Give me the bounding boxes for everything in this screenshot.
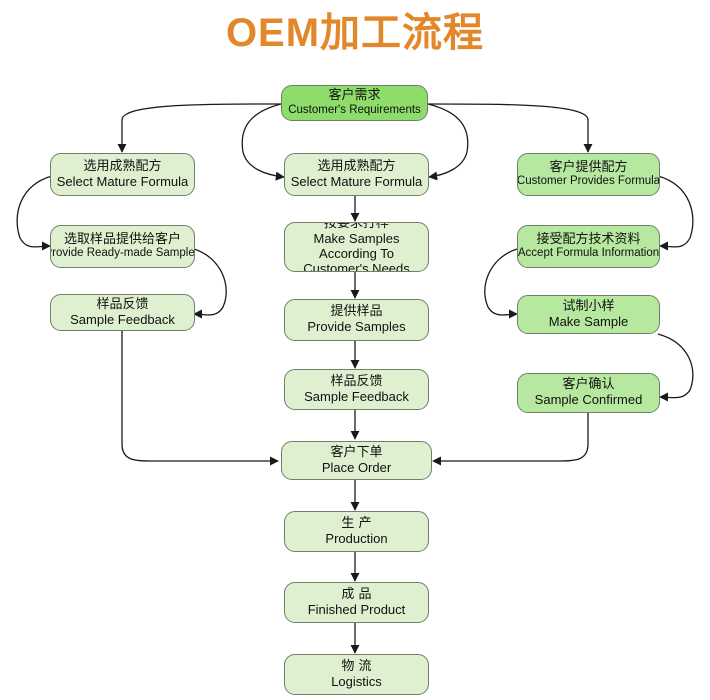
node-provide-samples[interactable]: 提供样品 Provide Samples [284,299,429,341]
edge-sample-confirmed-to-place-order [432,413,589,466]
node-label-en: Logistics [331,673,382,689]
node-label-zh: 客户确认 [562,377,615,393]
node-logistics[interactable]: 物 流 Logistics [284,654,429,695]
node-label-en: Customer Provides Formula [517,175,660,188]
node-label-zh: 成 品 [341,586,372,602]
edge-make-sample-to-sample-confirmed [657,333,694,402]
node-label-zh: 提供样品 [330,304,383,320]
node-finished-product[interactable]: 成 品 Finished Product [284,582,429,623]
node-sample-feedback-center[interactable]: 样品反馈 Sample Feedback [284,369,429,410]
node-make-sample[interactable]: 试制小样 Make Sample [517,295,660,334]
edge-provide-samples-to-sample-feedback [193,248,227,319]
node-label-en: Customer's Requirements [288,103,421,116]
node-label-en: Select Mature Formula [290,173,423,189]
edge-left-formula-to-provide-samples [16,175,53,251]
node-label-en: Provide Ready-made Samples [50,247,195,260]
node-label-en: Finished Product [307,601,406,617]
edge-customer-formula-to-accept-info [657,175,694,251]
node-label-en: Make Samples According To Customer's Nee… [303,230,410,272]
node-label-zh: 生 产 [341,515,372,531]
node-label-en: Select Mature Formula [56,173,189,189]
node-label-zh: 客户提供配方 [549,159,628,175]
node-customer-requirements[interactable]: 客户需求 Customer's Requirements [281,85,428,121]
node-label-en: Place Order [321,459,392,475]
node-label-en: Sample Feedback [70,311,175,327]
node-customer-provides-formula[interactable]: 客户提供配方 Customer Provides Formula [517,153,660,196]
node-production[interactable]: 生 产 Production [284,511,429,552]
node-label-zh: 试制小样 [562,298,615,314]
page-title: OEM加工流程 [225,11,485,55]
node-label-zh: 物 流 [341,658,372,674]
edge-accept-info-to-make-sample [484,248,518,319]
node-label-zh: 客户下单 [330,444,383,460]
node-label-en: Production [325,530,388,546]
node-label-zh: 选用成熟配方 [317,158,396,174]
node-label-zh: 客户需求 [328,88,381,104]
node-label-en: Sample Confirmed [534,392,643,407]
edge-left-feedback-to-place-order [121,330,279,466]
node-label-zh: 样品反馈 [330,373,383,389]
node-label-en: Make Sample [548,313,629,329]
node-label-en: Provide Samples [307,319,406,334]
edge-requirements-to-customer-formula [427,103,593,153]
node-label-zh: 样品反馈 [96,296,149,312]
node-sample-confirmed[interactable]: 客户确认 Sample Confirmed [517,373,660,413]
node-place-order[interactable]: 客户下单 Place Order [281,441,432,480]
node-label-zh: 接受配方技术资料 [536,231,641,247]
node-label-en: Sample Feedback [304,388,409,404]
node-provide-ready-made-samples[interactable]: 选取样品提供给客户 Provide Ready-made Samples [50,225,195,268]
edge-requirements-to-center-formula-left [241,103,285,181]
node-select-mature-formula-center[interactable]: 选用成熟配方 Select Mature Formula [284,153,429,196]
node-label-zh: 选取样品提供给客户 [63,231,181,247]
node-accept-formula-information[interactable]: 接受配方技术资料 Accept Formula Information [517,225,660,268]
edge-requirements-to-left-formula [117,103,282,153]
node-label-en: Accept Formula Information [517,247,660,260]
edge-requirements-to-center-formula-right [427,103,469,181]
node-label-zh: 选用成熟配方 [83,158,162,174]
node-sample-feedback-left[interactable]: 样品反馈 Sample Feedback [50,294,195,331]
node-select-mature-formula-left[interactable]: 选用成熟配方 Select Mature Formula [50,153,195,196]
node-label-zh: 按要求打样 [323,222,389,232]
node-make-samples-per-needs[interactable]: 按要求打样 Make Samples According To Customer… [284,222,429,272]
